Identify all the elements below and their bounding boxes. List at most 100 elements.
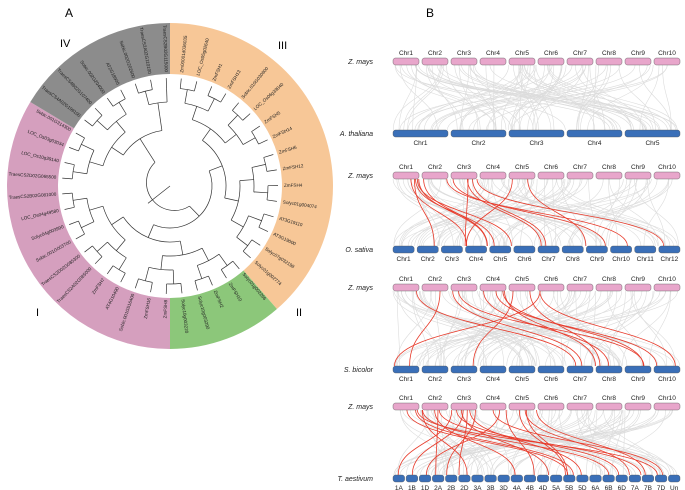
z-mays-chromosome: [508, 171, 536, 180]
tree-arc: [102, 131, 126, 166]
background-link: [608, 178, 637, 247]
comparison-chromosome: [405, 474, 418, 483]
highlighted-link: [438, 409, 642, 476]
tree-arc: [138, 278, 153, 283]
leaf-label: ZmFSH4: [284, 183, 303, 188]
tree-branch: [116, 239, 126, 251]
z-mays-chromosome-label: Chr6: [544, 276, 558, 283]
background-link: [535, 64, 595, 131]
comparison-chromosome-label: Chr5: [645, 140, 659, 147]
z-mays-chromosome: [595, 283, 623, 292]
highlighted-link: [422, 409, 610, 476]
tree-branch: [207, 98, 215, 112]
tree-arc: [112, 265, 126, 274]
background-link: [535, 64, 584, 131]
background-link: [443, 290, 460, 367]
highlighted-link: [452, 178, 606, 247]
tree-branch: [225, 134, 237, 144]
comparison-chromosome: [392, 129, 449, 138]
comparison-chromosome: [465, 245, 487, 254]
z-mays-chromosome-label: Chr4: [486, 395, 500, 402]
z-mays-chromosome: [595, 171, 623, 180]
z-mays-chromosome-label: Chr5: [515, 276, 529, 283]
highlighted-link: [397, 409, 453, 476]
tree-branch: [69, 220, 79, 225]
background-link: [633, 290, 668, 367]
tree-branch: [111, 147, 124, 156]
comparison-chromosome-label: Chr9: [631, 376, 645, 383]
tree-branch: [75, 233, 85, 240]
comparison-chromosome-label: Chr4: [486, 376, 500, 383]
z-mays-chromosome: [479, 402, 507, 411]
comparison-chromosome-label: Chr2: [471, 140, 485, 147]
tree-arc: [148, 101, 168, 106]
z-mays-chromosome: [624, 283, 652, 292]
background-link: [440, 409, 447, 476]
z-mays-chromosome-label: Chr9: [631, 276, 645, 283]
tree-branch: [62, 177, 73, 180]
background-link: [406, 409, 474, 476]
background-link: [493, 409, 613, 476]
tree-branch: [157, 102, 161, 117]
background-link: [395, 64, 611, 131]
background-link: [595, 178, 621, 247]
background-link: [392, 178, 534, 247]
background-link: [415, 290, 567, 367]
comparison-species-label: A. thaliana: [339, 131, 373, 138]
highlighted-link: [529, 290, 601, 367]
z-mays-chromosome-label: Chr4: [486, 164, 500, 171]
background-link: [466, 409, 501, 476]
z-mays-chromosome-label: Chr1: [399, 50, 413, 57]
z-mays-chromosome-label: Chr9: [631, 50, 645, 57]
tree-branch: [134, 83, 139, 94]
background-link: [587, 409, 601, 476]
tree-arc: [242, 239, 253, 252]
z-mays-chromosome-label: Chr10: [658, 276, 676, 283]
z-mays-chromosome-label: Chr3: [457, 50, 471, 57]
z-mays-chromosome-label: Chr5: [515, 164, 529, 171]
z-mays-chromosome: [450, 171, 478, 180]
highlighted-link: [458, 290, 645, 367]
background-link: [561, 178, 671, 247]
highlighted-link: [476, 178, 665, 247]
background-link: [587, 64, 654, 131]
tree-branch: [251, 239, 261, 246]
comparison-chromosome-label: Chr2: [428, 376, 442, 383]
comparison-chromosome: [450, 129, 507, 138]
background-link: [523, 64, 644, 131]
tree-branch: [209, 165, 223, 172]
background-link: [422, 290, 524, 367]
background-link: [458, 64, 479, 131]
background-link: [452, 290, 612, 367]
comparison-chromosome: [589, 474, 602, 483]
z-mays-chromosome-label: Chr4: [486, 276, 500, 283]
tree-branch: [263, 213, 274, 218]
z-mays-species-label: Z. mays: [347, 404, 373, 411]
background-link: [603, 409, 661, 476]
leaf-label: Zm00001d036035: [179, 35, 188, 73]
leaf-label: Solyc01g004074: [283, 199, 318, 209]
background-link: [454, 64, 507, 131]
background-link: [418, 290, 522, 367]
z-mays-chromosome: [392, 171, 420, 180]
comparison-chromosome: [508, 365, 536, 374]
highlighted-link: [536, 409, 646, 476]
group-label-iii: III: [278, 40, 287, 52]
z-mays-chromosome-label: Chr9: [631, 164, 645, 171]
highlighted-link: [460, 409, 549, 476]
comparison-chromosome-label: Chr3: [457, 376, 471, 383]
comparison-chromosome: [513, 245, 536, 254]
tree-branch: [194, 280, 198, 291]
comparison-chromosome: [432, 474, 445, 483]
comparison-chromosome-label: Chr10: [612, 256, 630, 263]
comparison-chromosome-label: 3A: [474, 485, 483, 490]
comparison-chromosome: [450, 365, 478, 374]
comparison-chromosome-label: 4D: [539, 485, 548, 490]
z-mays-chromosome-label: Chr10: [658, 395, 676, 402]
background-link: [427, 178, 487, 247]
tree-branch: [179, 78, 182, 89]
z-mays-chromosome-label: Chr3: [457, 164, 471, 171]
background-link: [396, 290, 432, 367]
tree-branch: [118, 102, 127, 115]
